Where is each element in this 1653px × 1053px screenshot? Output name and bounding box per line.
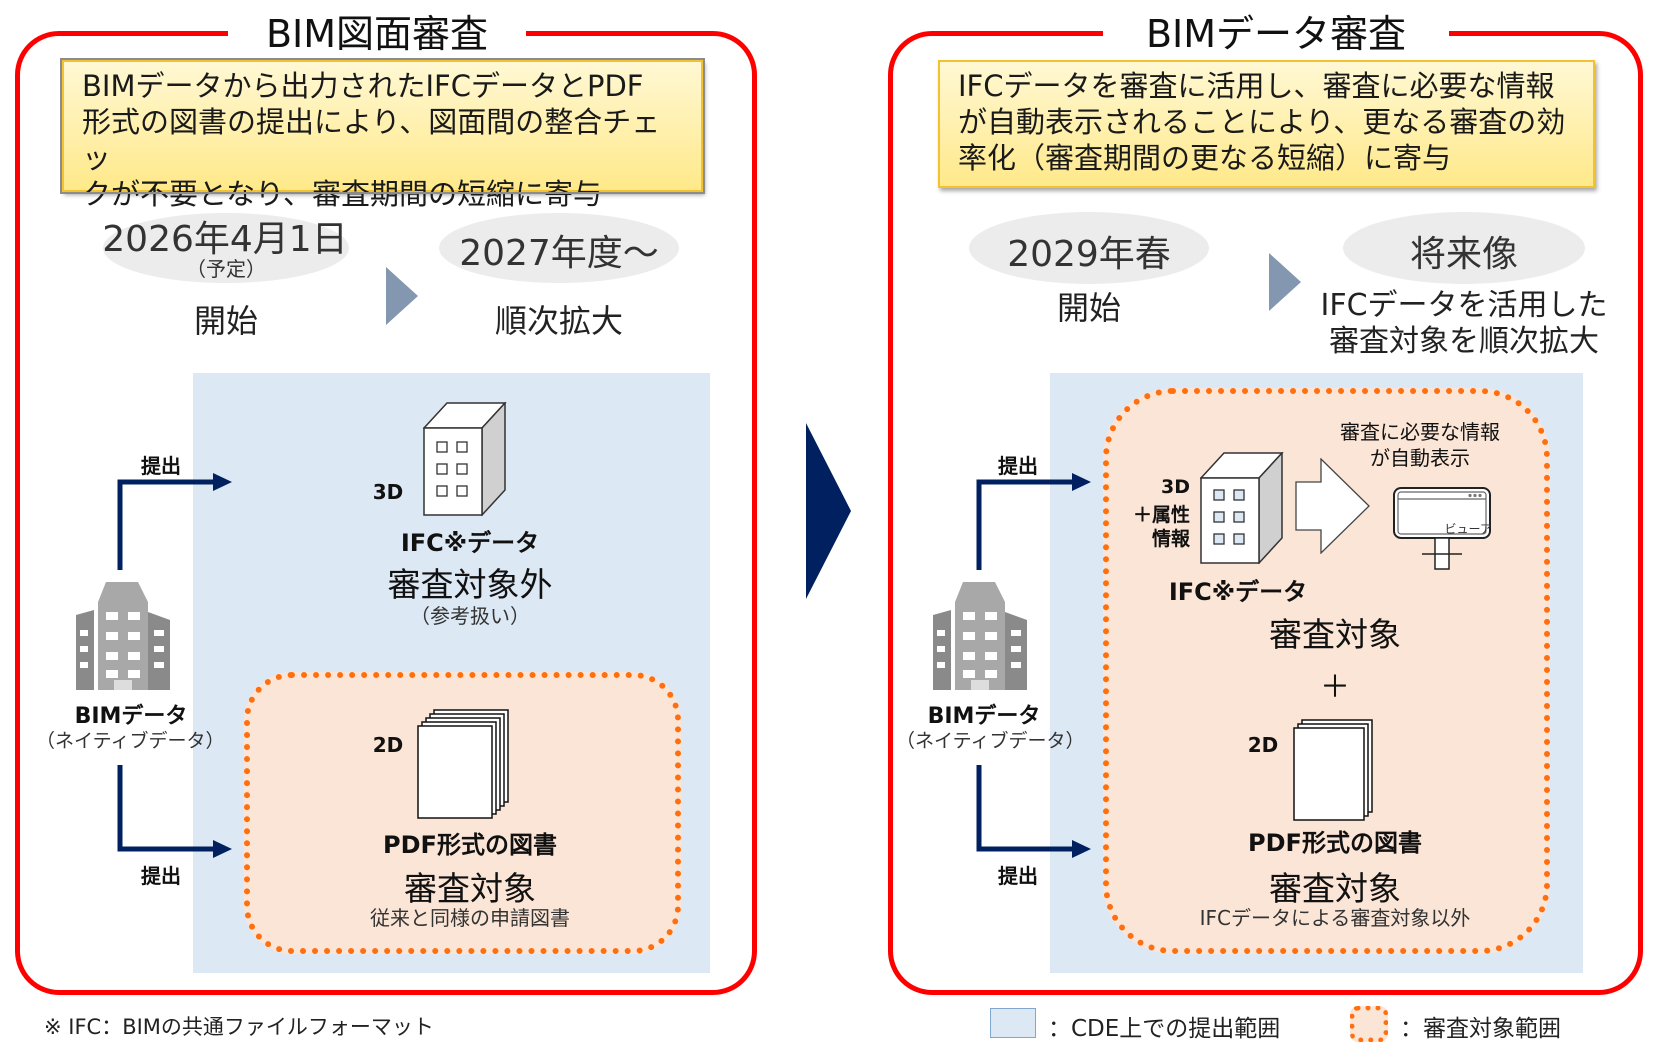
start-date: 2026年4月1日 <box>102 219 348 260</box>
ifc-dim-label: 3D <box>372 480 404 504</box>
pdf-title: PDF形式の図書 <box>383 831 557 859</box>
next-date-ellipse <box>1343 212 1585 284</box>
next-date: 2027年度～ <box>459 233 659 274</box>
ifc-title: IFC※データ <box>1168 578 1308 606</box>
submit-label-top: 提出 <box>141 454 181 478</box>
submit-label-bottom: 提出 <box>141 864 181 888</box>
summary-line: BIMデータから出力されたIFCデータとPDF <box>82 69 644 103</box>
auto-display-line: 審査に必要な情報 <box>1340 420 1500 444</box>
pdf-note: 従来と同様の申請図書 <box>370 906 570 930</box>
start-label: 開始 <box>193 302 258 340</box>
ifc-3d-building-icon <box>423 402 507 516</box>
next-label: 順次拡大 <box>494 302 623 340</box>
ifc-footnote: ※ IFC：BIMの共通ファイルフォーマット <box>44 1015 434 1039</box>
next-label-line: IFCデータを活用した <box>1320 288 1608 323</box>
bim-data-title: BIMデータ <box>927 704 1041 729</box>
ifc-status: 審査対象 <box>1269 615 1401 654</box>
legend-review-swatch <box>1350 1006 1388 1042</box>
left-summary-box: BIMデータから出力されたIFCデータとPDF 形式の図書の提出により、図面間の… <box>60 58 705 211</box>
legend-cde-label: ：CDE上での提出範囲 <box>1048 1016 1281 1042</box>
plus-sign: ＋ <box>1320 670 1350 705</box>
summary-line: IFCデータを審査に活用し、審査に必要な情報 <box>958 69 1555 103</box>
submit-arrow-top-icon <box>117 473 232 570</box>
ifc-dim-label-line: 3D <box>1161 476 1190 498</box>
ifc-dim-label-line: 情報 <box>1151 528 1190 550</box>
summary-line: 形式の図書の提出により、図面間の整合チェッ <box>82 105 661 175</box>
bim-data-title: BIMデータ <box>74 704 188 729</box>
submit-arrow-bottom-icon <box>976 765 1091 858</box>
start-date-ellipse <box>969 212 1209 284</box>
right-summary-box: IFCデータを審査に活用し、審査に必要な情報 が自動表示されることにより、更なる… <box>938 60 1595 188</box>
right-panel-title: BIMデータ審査 <box>1103 12 1449 56</box>
start-date: 2029年春 <box>1007 234 1171 275</box>
left-panel-title: BIM図面審査 <box>228 12 526 56</box>
pdf-2d-documents-icon <box>1293 719 1373 821</box>
submit-label-top: 提出 <box>998 454 1038 478</box>
viewer-monitor-icon <box>1393 487 1491 570</box>
next-date: 将来像 <box>1409 234 1518 275</box>
start-date-note: （予定） <box>186 257 266 281</box>
summary-line: が自動表示されることにより、更なる審査の効 <box>958 105 1566 139</box>
auto-display-line: が自動表示 <box>1370 446 1470 470</box>
summary-line: クが不要となり、審査期間の短縮に寄与 <box>82 177 602 211</box>
legend-review-label: ：審査対象範囲 <box>1400 1016 1561 1042</box>
pdf-dim-label: 2D <box>1247 733 1279 757</box>
bim-building-icon <box>933 582 1027 690</box>
ifc-dim-label-line: ＋属性 <box>1132 504 1190 526</box>
ifc-3d-building-icon <box>1200 452 1284 564</box>
auto-display-arrow-icon <box>1295 458 1370 554</box>
viewer-label: ビューア <box>1444 522 1492 536</box>
pdf-title: PDF形式の図書 <box>1248 829 1422 857</box>
bim-building-icon <box>76 582 170 690</box>
pdf-status: 審査対象 <box>404 869 536 908</box>
transition-chevron-icon <box>806 423 851 599</box>
pdf-status: 審査対象 <box>1269 869 1401 908</box>
timeline-arrow-icon <box>386 267 418 325</box>
start-date-ellipse <box>103 213 349 283</box>
start-label: 開始 <box>1056 289 1121 327</box>
legend-cde-swatch <box>990 1008 1036 1038</box>
pdf-2d-documents-icon <box>417 709 509 819</box>
bim-data-subtitle: （ネイティブデータ） <box>36 730 225 752</box>
next-label-line: 審査対象を順次拡大 <box>1329 324 1599 359</box>
ifc-title: IFC※データ <box>400 529 540 557</box>
timeline-arrow-icon <box>1269 253 1301 311</box>
pdf-dim-label: 2D <box>372 733 404 757</box>
submit-label-bottom: 提出 <box>998 864 1038 888</box>
ifc-note: （参考扱い） <box>410 604 530 628</box>
ifc-status: 審査対象外 <box>387 565 553 604</box>
submit-arrow-bottom-icon <box>117 765 232 858</box>
pdf-note: IFCデータによる審査対象以外 <box>1199 906 1471 930</box>
summary-line: 率化（審査期間の更なる短縮）に寄与 <box>958 141 1452 175</box>
next-date-ellipse <box>439 213 679 283</box>
submit-arrow-top-icon <box>976 473 1091 570</box>
bim-data-subtitle: （ネイティブデータ） <box>896 730 1085 752</box>
